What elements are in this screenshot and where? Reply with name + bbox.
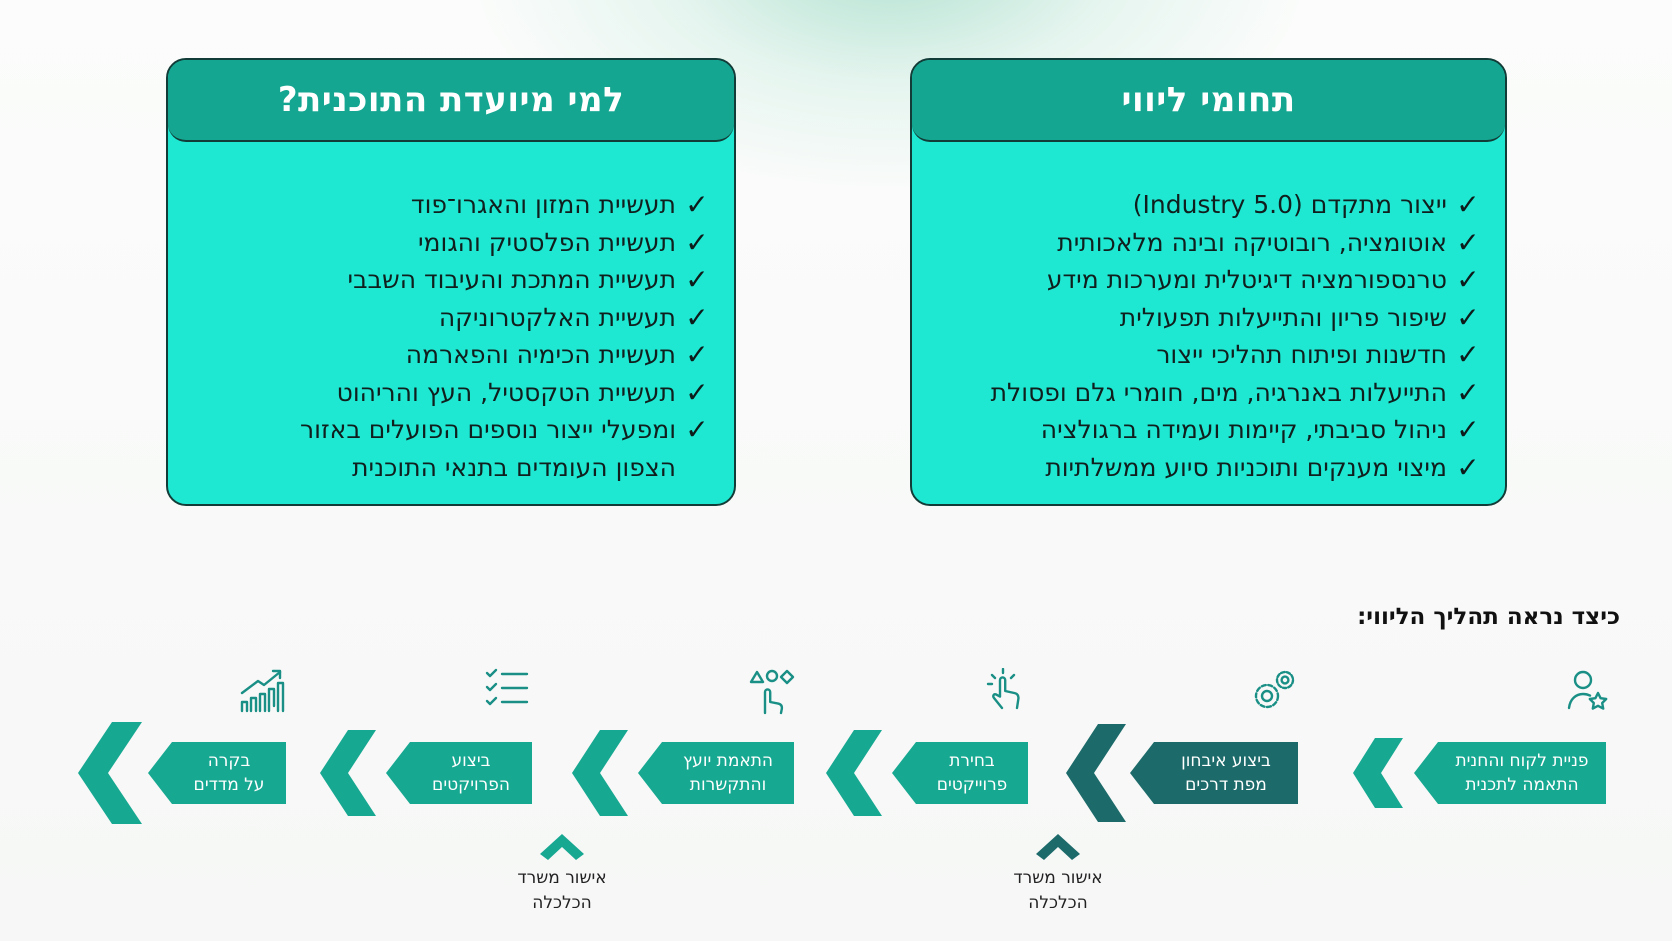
approval-marker: אישור משרד הכלכלה <box>502 834 622 916</box>
support-areas-title: תחומי ליווי <box>912 60 1505 142</box>
list-item: ✓ניהול סביבתי, קיימות ועמידה ברגולציה <box>928 411 1483 449</box>
list-item: ✓חדשנות ופיתוח תהליכי ייצור <box>928 336 1483 374</box>
user-star-icon <box>1567 670 1608 710</box>
support-areas-card: תחומי ליווי ✓ייצור מתקדם (Industry 5.0) … <box>910 58 1507 506</box>
gears-icon <box>1254 670 1295 709</box>
approval-label: אישור משרד הכלכלה <box>517 868 607 913</box>
list-item: ✓תעשיית הפלסטיק והגומי <box>184 224 712 262</box>
audience-title: למי מיועדת התוכנית? <box>168 60 734 142</box>
check-icon: ✓ <box>1456 450 1480 484</box>
growth-chart-icon <box>240 669 285 713</box>
audience-card: למי מיועדת התוכנית? ✓תעשיית המזון והאגרו… <box>166 58 736 506</box>
list-item: ✓תעשיית המזון והאגרו־פוד <box>184 186 712 224</box>
audience-list: ✓תעשיית המזון והאגרו־פוד ✓תעשיית הפלסטיק… <box>168 142 734 486</box>
check-icon: ✓ <box>685 188 709 221</box>
check-icon: ✓ <box>1456 413 1480 446</box>
check-icon: ✓ <box>685 263 709 296</box>
step-arrow-shape <box>1353 738 1606 808</box>
check-icon: ✓ <box>1456 300 1480 334</box>
checklist-icon <box>485 668 529 706</box>
list-item: ✓תעשיית המתכת והעיבוד השבבי <box>184 261 712 299</box>
step-arrow-shape <box>78 722 286 824</box>
check-icon: ✓ <box>1456 375 1480 409</box>
list-item: ✓ומפעלי ייצור נוספים הפועלים באזור <box>184 411 712 449</box>
approval-label: אישור משרד הכלכלה <box>1013 868 1103 913</box>
process-title: כיצד נראה תהליך הליווי: <box>1357 604 1620 630</box>
step-arrow-shape <box>1066 724 1298 822</box>
list-item: ✓טרנספורמציה דיגיטלית ומערכות מידע <box>928 261 1483 299</box>
check-icon: ✓ <box>1456 263 1480 296</box>
check-icon: ✓ <box>1456 188 1480 221</box>
check-icon: ✓ <box>685 300 709 334</box>
check-icon: ✓ <box>685 225 709 259</box>
list-item: ✓תעשיית הטקסטיל, העץ והריהוט <box>184 374 712 412</box>
step-arrow-shape <box>826 730 1028 816</box>
hand-shapes-icon <box>749 669 795 715</box>
approval-marker: אישור משרד הכלכלה <box>998 834 1118 916</box>
chevron-up-icon <box>1036 834 1080 860</box>
chevron-up-icon <box>540 834 584 860</box>
support-areas-list: ✓ייצור מתקדם (Industry 5.0) ✓אוטומציה, ר… <box>912 142 1505 486</box>
check-icon: ✓ <box>685 338 709 371</box>
list-item: ✓תעשיית האלקטרוניקה <box>184 299 712 337</box>
check-icon: ✓ <box>685 375 709 409</box>
list-item-continuation: הצפון העומדים בתנאי התוכנית <box>352 452 676 482</box>
list-item: ✓ייצור מתקדם (Industry 5.0) <box>928 186 1483 224</box>
step-arrow-shape <box>320 730 532 816</box>
check-icon: ✓ <box>1456 225 1480 259</box>
tap-hand-icon <box>986 668 1020 710</box>
list-item: ✓מיצוי מענקים ותוכניות סיוע ממשלתיות <box>928 449 1483 487</box>
list-item: ✓שיפור פריון והתייעלות תפעולית <box>928 299 1483 337</box>
list-item: ✓אוטומציה, רובוטיקה ובינה מלאכותית <box>928 224 1483 262</box>
list-item: ✓התייעלות באנרגיה, מים, חומרי גלם ופסולת <box>928 374 1483 412</box>
list-item: ✓תעשיית הכימיה והפארמה <box>184 336 712 374</box>
check-icon: ✓ <box>685 413 709 446</box>
check-icon: ✓ <box>1456 338 1480 371</box>
step-arrow-shape <box>572 730 794 816</box>
